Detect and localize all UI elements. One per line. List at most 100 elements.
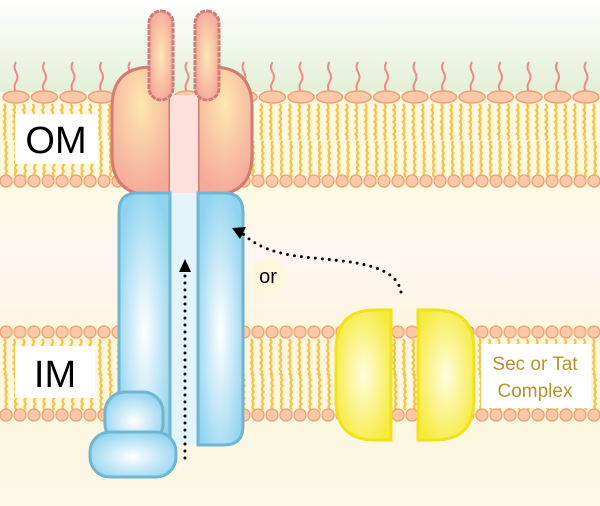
lps-chain xyxy=(298,61,304,93)
sec-tat-complex xyxy=(334,308,476,442)
lipid-head xyxy=(405,174,419,188)
om-label-text: OM xyxy=(25,120,86,162)
lipid-tail xyxy=(391,338,397,376)
lipid-head xyxy=(545,174,559,188)
lipid-head xyxy=(531,174,545,188)
lipid-head xyxy=(475,174,489,188)
lipid-tail xyxy=(593,373,598,411)
lipid-head xyxy=(293,174,307,188)
lipid-head xyxy=(307,325,321,339)
lipid-tail xyxy=(99,373,104,411)
lipid-head xyxy=(503,325,517,339)
lipid-head xyxy=(27,408,41,422)
lipid-head xyxy=(97,325,111,339)
lipid-head xyxy=(0,325,13,339)
lipid-tail xyxy=(287,338,292,376)
lipid-head xyxy=(517,408,531,422)
lipid-tail xyxy=(308,373,313,411)
lipid-tail xyxy=(498,140,503,178)
lipid-head xyxy=(293,325,307,339)
lipid-tail xyxy=(372,103,378,141)
lipid-tail xyxy=(277,338,283,376)
lipid-head xyxy=(433,174,447,188)
lipid-head xyxy=(307,408,321,422)
lipid-tail xyxy=(412,140,418,178)
lipid-head xyxy=(321,408,335,422)
lipid-head xyxy=(545,325,559,339)
arrowhead-up-icon xyxy=(179,259,191,272)
lipid-head xyxy=(41,174,55,188)
lps-head xyxy=(258,90,287,104)
lipid-head xyxy=(545,408,559,422)
lipid-tail xyxy=(306,338,311,376)
lipid-tail xyxy=(296,338,302,376)
lps-chain xyxy=(184,61,190,93)
lipid-tail xyxy=(2,103,7,141)
lipid-tail xyxy=(384,140,389,178)
lipid-head xyxy=(335,174,349,188)
lps-chain xyxy=(498,61,503,93)
lipid-head xyxy=(391,174,405,188)
lipid-tail xyxy=(2,338,7,376)
lipid-head xyxy=(41,325,55,339)
lps-chain xyxy=(441,61,446,93)
lipid-tail xyxy=(467,103,473,141)
lipid-head xyxy=(13,408,27,422)
lipid-head xyxy=(251,174,265,188)
lipid-tail xyxy=(479,140,484,178)
lps-head xyxy=(458,90,486,104)
lipid-head xyxy=(321,174,335,188)
lipid-head xyxy=(517,325,531,339)
lipid-head xyxy=(573,325,587,339)
lipid-tail xyxy=(420,103,425,141)
lipid-tail xyxy=(564,140,570,178)
lipid-head xyxy=(265,408,279,422)
lipid-tail xyxy=(477,103,482,141)
lipid-tail xyxy=(306,103,311,141)
lipid-tail xyxy=(317,140,323,178)
lipid-tail xyxy=(365,140,370,178)
lipid-head xyxy=(489,174,503,188)
lipid-tail xyxy=(524,103,530,141)
lipid-tail xyxy=(344,103,349,141)
lps-chain xyxy=(555,61,560,93)
lipid-head xyxy=(363,174,377,188)
lipid-tail xyxy=(553,103,558,141)
or-text: or xyxy=(259,266,277,288)
lipid-head xyxy=(475,408,489,422)
lipid-tail xyxy=(268,338,273,376)
lipid-tail xyxy=(106,103,112,141)
lipid-head xyxy=(531,408,545,422)
lipid-tail xyxy=(317,373,323,411)
lipid-head xyxy=(391,325,405,339)
lipid-head xyxy=(279,408,293,422)
lps-chain xyxy=(270,61,275,93)
im-label: IM xyxy=(15,346,95,398)
lipid-tail xyxy=(403,140,408,178)
lipid-head xyxy=(13,325,27,339)
lipid-tail xyxy=(591,338,596,376)
lipid-tail xyxy=(562,103,568,141)
lipid-head xyxy=(489,408,503,422)
lipid-tail xyxy=(4,140,9,178)
lps-chain xyxy=(526,61,532,93)
lipid-tail xyxy=(460,140,465,178)
lipid-tail xyxy=(258,338,264,376)
lipid-tail xyxy=(412,373,418,411)
lipid-tail xyxy=(441,140,446,178)
lipid-tail xyxy=(486,103,492,141)
lipid-tail xyxy=(270,373,275,411)
lipid-head xyxy=(27,325,41,339)
lipid-head xyxy=(0,174,13,188)
lps-chain xyxy=(42,61,47,93)
lps-head xyxy=(543,90,572,104)
om-label: OM xyxy=(15,114,98,164)
lipid-tail xyxy=(287,103,292,141)
lipid-tail xyxy=(517,140,522,178)
lipid-tail xyxy=(251,140,256,178)
lipid-tail xyxy=(526,140,532,178)
lipid-tail xyxy=(315,338,321,376)
lipid-head xyxy=(97,174,111,188)
lipid-head xyxy=(573,408,587,422)
